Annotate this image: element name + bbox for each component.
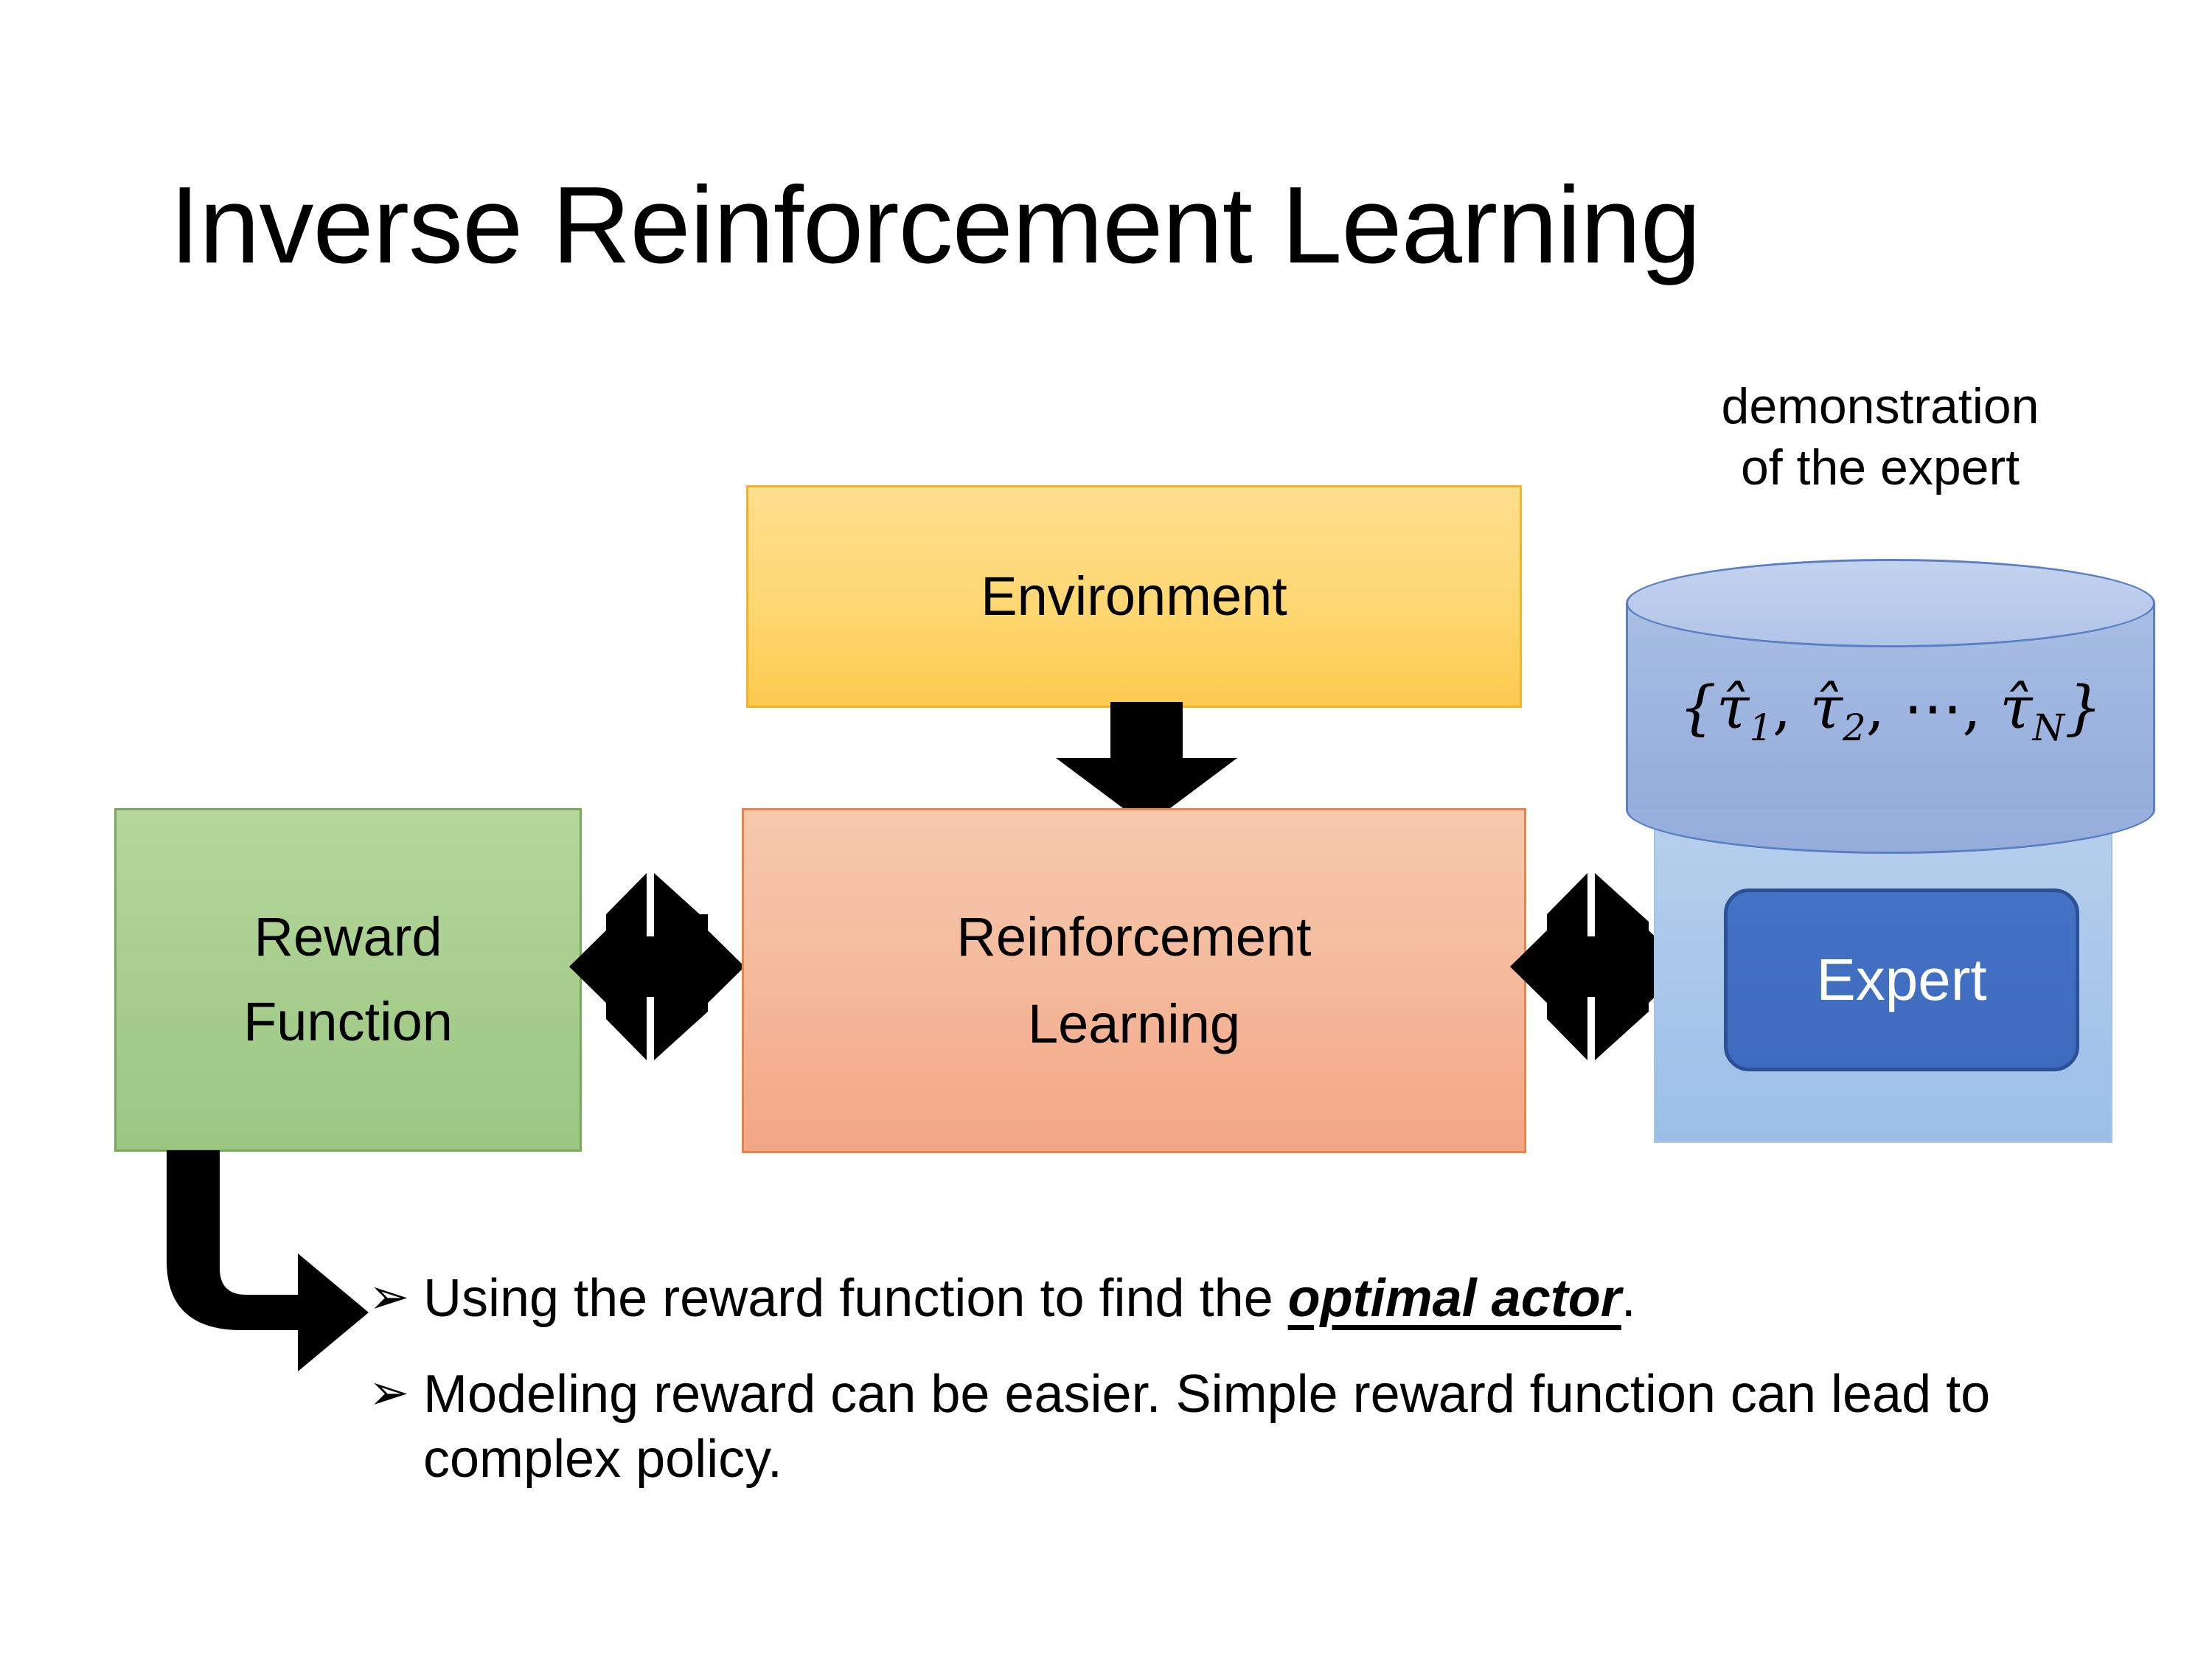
formula-close-brace: } xyxy=(2064,673,2102,742)
demonstration-caption: demonstration of the expert xyxy=(1630,376,2131,498)
reinforcement-learning-label-line1: Reinforcement xyxy=(956,905,1312,967)
formula-sep-2: , ⋯, xyxy=(1865,673,2000,742)
list-item: ➢ Modeling reward can be easier. Simple … xyxy=(369,1363,2138,1492)
environment-label: Environment xyxy=(981,566,1287,627)
expert-box[interactable]: Expert xyxy=(1724,888,2079,1071)
demonstration-caption-line1: demonstration xyxy=(1721,378,2039,434)
bullet-text-2: Modeling reward can be easier. Simple re… xyxy=(423,1363,2138,1492)
demonstration-caption-line2: of the expert xyxy=(1740,439,2020,495)
bullet-2-text-before: Modeling reward can be easier. Simple re… xyxy=(423,1364,1991,1489)
formula-sub-2: 2 xyxy=(1843,706,1866,749)
list-item: ➢ Using the reward function to find the … xyxy=(369,1267,2138,1332)
formula-tau-1: τ̂ xyxy=(1717,673,1750,742)
bullet-arrow-icon: ➢ xyxy=(369,1364,410,1419)
formula-sep-1: , xyxy=(1772,673,1810,742)
reward-function-box[interactable]: Reward Function xyxy=(114,808,582,1152)
trajectory-set-formula: {τ̂1, τ̂2, ⋯, τ̂N} xyxy=(1626,673,2155,749)
bullet-1-emphasis: optimal actor xyxy=(1287,1269,1621,1328)
formula-sub-1: 1 xyxy=(1749,706,1773,749)
bullet-arrow-icon: ➢ xyxy=(369,1269,410,1324)
reward-function-label-line2: Function xyxy=(243,991,453,1052)
formula-tau-n: τ̂ xyxy=(2000,673,2033,742)
bullet-1-text-after: . xyxy=(1621,1269,1636,1328)
expert-label: Expert xyxy=(1816,947,1987,1012)
left-right-arrow-icon xyxy=(569,873,745,1060)
reinforcement-learning-box[interactable]: Reinforcement Learning xyxy=(742,808,1526,1153)
reinforcement-learning-label-line2: Learning xyxy=(1027,993,1240,1054)
left-right-arrow-icon xyxy=(1510,873,1686,1060)
formula-sub-n: N xyxy=(2032,706,2065,749)
bullet-text-1: Using the reward function to find the op… xyxy=(423,1267,2138,1332)
formula-tau-2: τ̂ xyxy=(1809,673,1843,742)
bullet-list: ➢ Using the reward function to find the … xyxy=(369,1267,2138,1523)
cylinder-top-ellipse xyxy=(1626,559,2155,647)
reward-function-label-line1: Reward xyxy=(254,906,442,968)
bullet-1-text-before: Using the reward function to find the xyxy=(423,1269,1288,1328)
formula-open-brace: { xyxy=(1679,673,1717,742)
demonstration-cylinder: {τ̂1, τ̂2, ⋯, τ̂N} xyxy=(1626,559,2155,854)
page-title: Inverse Reinforcement Learning xyxy=(170,164,1701,286)
environment-box[interactable]: Environment xyxy=(746,485,1522,708)
down-arrow-icon xyxy=(1056,702,1237,826)
elbow-arrow-icon xyxy=(167,1150,369,1371)
